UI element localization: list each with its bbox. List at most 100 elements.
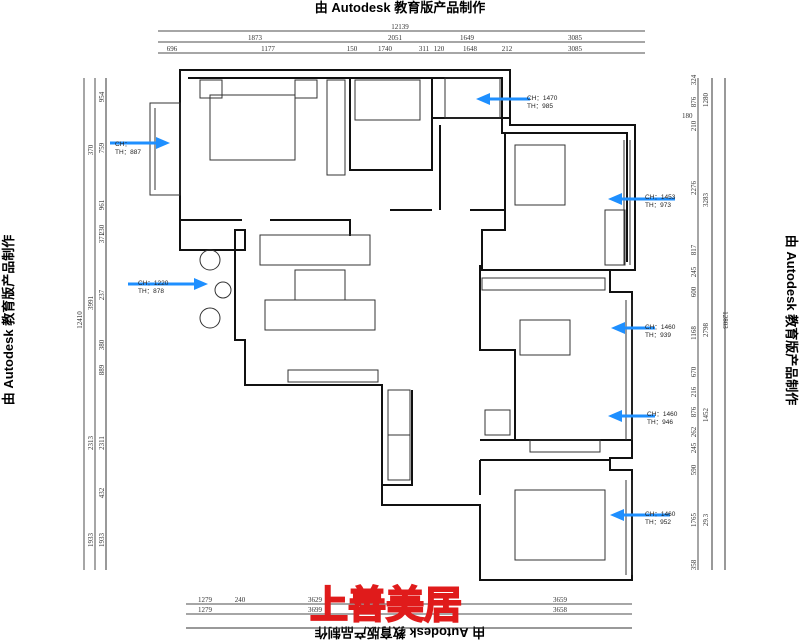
watermark-bottom: 由 Autodesk 教育版产品制作 [315, 625, 485, 640]
dim-label: 1168 [690, 326, 698, 340]
ch-label: CH：1453 [645, 194, 676, 201]
dim-label: 876 [690, 406, 698, 417]
ch-label: CH：1220 [138, 280, 169, 287]
dim-label: 380 [98, 339, 106, 350]
th-label: TH：973 [645, 202, 671, 209]
ch-label: CH：1460 [645, 511, 676, 518]
dim-label: 3659 [553, 596, 568, 604]
chair [199, 249, 221, 271]
dim-label: 210 [690, 120, 698, 131]
furniture [199, 77, 626, 561]
bathtub [354, 79, 421, 121]
dim-label: 1177 [261, 45, 275, 53]
dim-label: 3991 [87, 296, 95, 311]
dim-label: 12803 [721, 311, 729, 329]
ch-label: CH：1460 [645, 324, 676, 331]
sofa [259, 234, 371, 266]
th-label: TH：952 [645, 519, 671, 526]
label-second-bedroom: CH：1453 TH：973 [608, 193, 676, 209]
dim-label: 1648 [463, 45, 478, 53]
dim-label: 2798 [702, 323, 710, 338]
dim-label: 3699 [308, 606, 323, 614]
dim-label: 696 [167, 45, 178, 53]
dim-label: 432 [98, 487, 106, 498]
nightstand [294, 79, 318, 99]
dim-label: 3085 [568, 45, 583, 53]
left-dimensions: 12410 370 3991 2313 1933 954 759 961 371… [76, 78, 107, 570]
dim-label: 324 [690, 74, 698, 85]
dim-label: 12410 [76, 311, 84, 329]
walls [149, 69, 636, 581]
tv-cabinet [287, 369, 379, 383]
th-label: TH：985 [527, 103, 553, 110]
chair [199, 307, 221, 329]
nightstand [199, 79, 223, 99]
dining-table [519, 319, 571, 356]
top-dimensions: 12139 1873 2051 1649 3085 696 1177 150 1… [158, 23, 645, 54]
dim-label: 1933 [87, 533, 95, 548]
dim-label: 3085 [568, 34, 583, 42]
label-third-bedroom: CH：1460 TH：952 [610, 509, 676, 526]
dim-label: 1933 [98, 533, 106, 548]
dim-label: 1765 [690, 513, 698, 528]
dim-label: 230 [98, 224, 106, 235]
watermark-left: 由 Autodesk 教育版产品制作 [1, 235, 16, 405]
dim-label: 3629 [308, 596, 323, 604]
watermark-right: 由 Autodesk 教育版产品制作 [784, 235, 799, 405]
dim-label: 1873 [248, 34, 263, 42]
dim-label: 876 [690, 96, 698, 107]
dim-label: 150 [347, 45, 358, 53]
dim-label: 237 [98, 289, 106, 300]
kitchen-counter [529, 439, 601, 453]
dim-label: 245 [690, 442, 698, 453]
coffee-table [294, 269, 346, 301]
dim-label: 1649 [460, 34, 475, 42]
label-living: CH：1220 TH：878 [128, 278, 208, 295]
dim-label: 240 [235, 596, 246, 604]
dim-label: 600 [690, 286, 698, 297]
th-label: TH：939 [645, 332, 671, 339]
bed [514, 489, 606, 561]
bed [514, 144, 566, 206]
dim-label: 3658 [553, 606, 568, 614]
dim-label: 1279 [198, 596, 213, 604]
dim-label: 759 [98, 142, 106, 153]
dim-label: 2276 [690, 181, 698, 196]
dim-label: 889 [98, 364, 106, 375]
dim-label: 1740 [378, 45, 393, 53]
bottom-dimensions: 1279 240 3629 742 3659 1279 3699 742 365… [186, 596, 632, 629]
dim-label: 2051 [388, 34, 403, 42]
dim-label: 311 [419, 45, 430, 53]
dim-label: 961 [98, 199, 106, 210]
th-label: TH：946 [647, 419, 673, 426]
ch-label: CH： [115, 141, 131, 148]
label-master-bedroom: CH： TH：887 [110, 137, 170, 156]
desk [604, 209, 626, 266]
dim-label: 590 [690, 464, 698, 475]
dim-label: 245 [690, 266, 698, 277]
dim-label: 2313 [87, 436, 95, 451]
watermark-top: 由 Autodesk 教育版产品制作 [315, 0, 485, 15]
bed [209, 94, 296, 161]
right-dimensions: 180 12803 1280 3283 2798 1452 29.3 324 8… [682, 74, 729, 570]
dim-label: 370 [87, 144, 95, 155]
dim-label: 817 [690, 244, 698, 255]
dim-label: 358 [690, 559, 698, 570]
dim-label: 120 [434, 45, 445, 53]
dim-label: 2311 [98, 436, 106, 450]
ch-label: CH：1460 [647, 411, 678, 418]
logo-text: 上善美居 [310, 583, 462, 627]
dim-label: 262 [690, 426, 698, 437]
dim-label: 212 [502, 45, 513, 53]
dim-label: 742 [397, 606, 408, 614]
label-kitchen: CH：1460 TH：946 [608, 410, 678, 426]
logo: 上善美居 [309, 582, 464, 629]
ch-label: CH：1470 [527, 95, 558, 102]
dim-label: 3283 [702, 193, 710, 208]
th-label: TH：887 [115, 149, 141, 156]
dim-label: 742 [397, 596, 408, 604]
dim-label: 1279 [198, 606, 213, 614]
dim-label: 216 [690, 386, 698, 397]
dim-top-total: 12139 [391, 23, 409, 31]
